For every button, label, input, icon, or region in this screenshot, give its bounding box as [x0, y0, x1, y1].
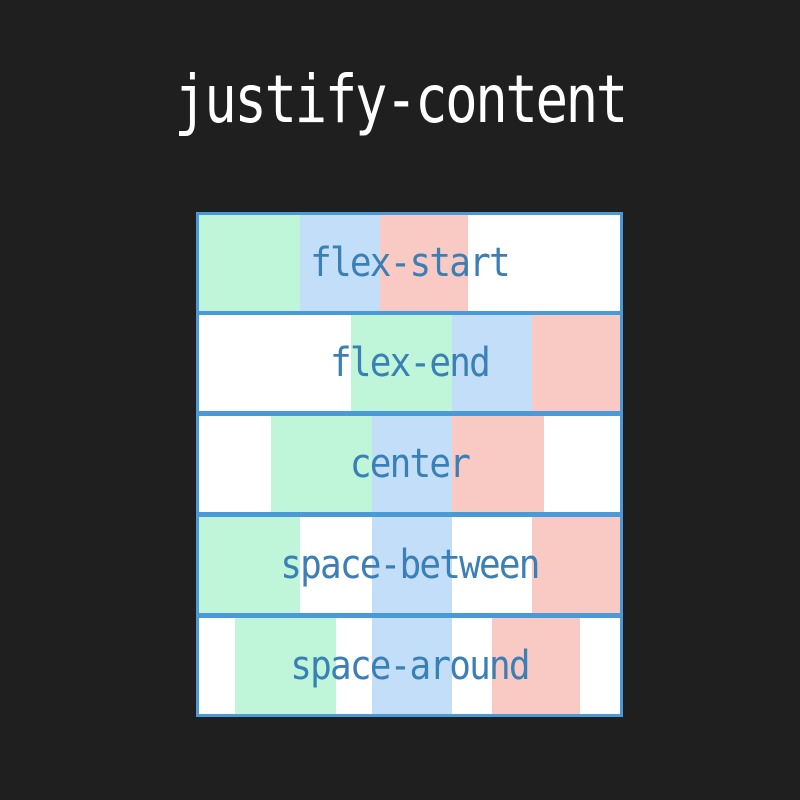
row-center: center	[199, 416, 620, 512]
justify-content-diagram: flex-start flex-end center space-between…	[196, 212, 623, 717]
row-flex-start: flex-start	[199, 215, 620, 311]
row-label: flex-start	[310, 240, 511, 286]
page-title: justify-content	[174, 61, 628, 138]
item-red	[380, 215, 469, 311]
item-green	[199, 517, 301, 613]
row-label: space-around	[290, 643, 530, 689]
item-green	[270, 416, 372, 512]
item-green	[350, 315, 452, 411]
item-red	[531, 315, 620, 411]
row-space-between: space-between	[199, 517, 620, 613]
row-space-around: space-around	[199, 618, 620, 714]
item-blue	[371, 517, 452, 613]
row-flex-end: flex-end	[199, 315, 620, 411]
row-label: space-between	[280, 542, 540, 588]
item-blue	[300, 215, 381, 311]
item-green	[199, 215, 301, 311]
item-red	[491, 618, 580, 714]
item-blue	[371, 416, 452, 512]
item-blue	[371, 618, 452, 714]
item-red	[531, 517, 620, 613]
row-label: flex-end	[330, 340, 491, 386]
row-label: center	[349, 441, 471, 487]
item-red	[451, 416, 545, 512]
item-green	[234, 618, 336, 714]
item-blue	[451, 315, 532, 411]
